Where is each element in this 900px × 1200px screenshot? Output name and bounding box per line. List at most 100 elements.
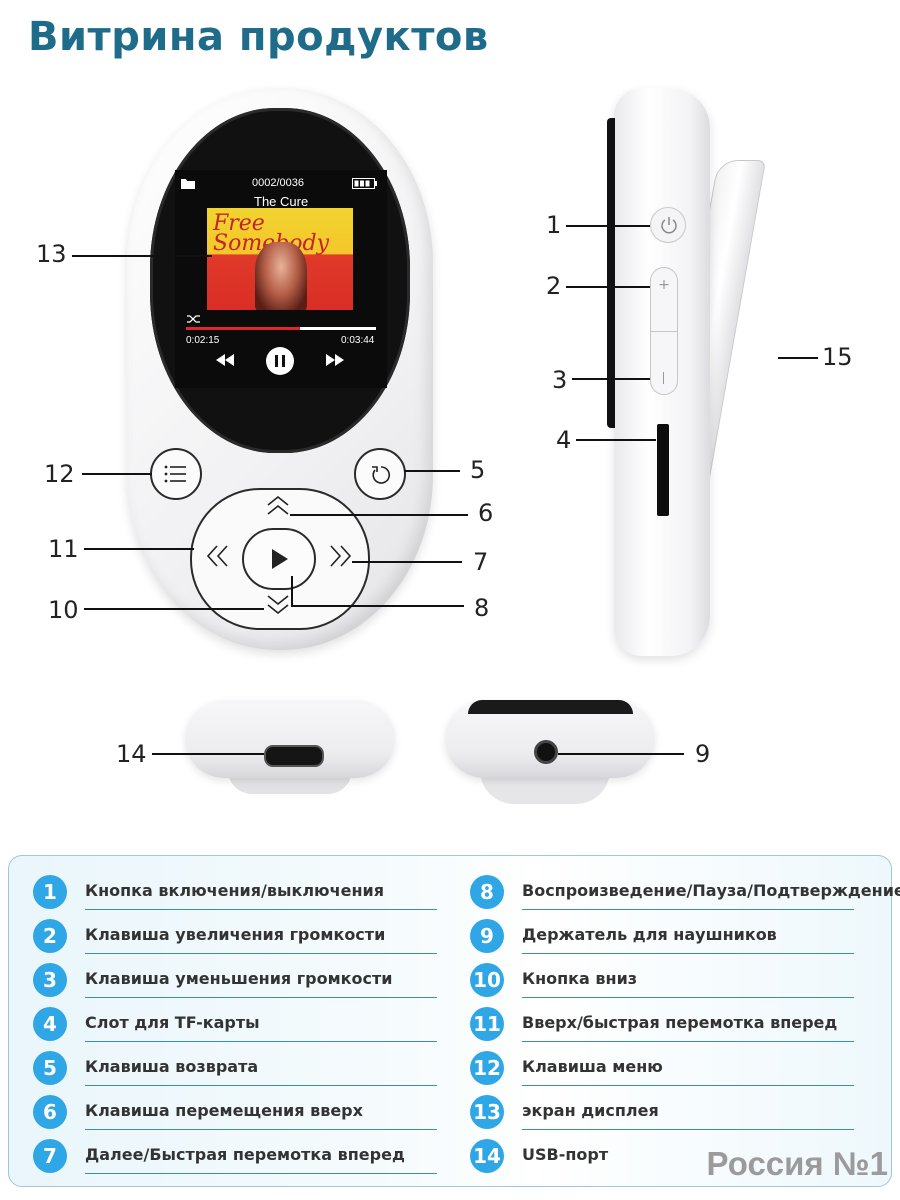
play-icon <box>272 549 288 569</box>
callout-3: 3 <box>552 366 568 394</box>
leader-13 <box>72 255 212 257</box>
legend-label: Кнопка вниз <box>522 969 638 988</box>
callout-1: 1 <box>546 211 562 239</box>
legend-divider <box>522 953 854 954</box>
legend-item: 2 Клавиша увеличения громкости <box>33 913 443 957</box>
legend-badge: 8 <box>470 875 504 909</box>
screen-pause-button[interactable] <box>266 347 294 375</box>
elapsed-time: 0:02:15 <box>186 335 220 346</box>
power-button[interactable] <box>650 207 686 243</box>
leader-1 <box>566 225 650 227</box>
callout-2: 2 <box>546 272 562 300</box>
callout-14: 14 <box>116 740 147 768</box>
tf-card-slot[interactable] <box>657 424 669 516</box>
left-chevron-icon[interactable] <box>206 544 230 568</box>
legend-divider <box>85 1085 437 1086</box>
callout-13: 13 <box>36 240 67 268</box>
album-cover-portrait <box>255 242 307 310</box>
leader-12 <box>82 473 152 475</box>
legend-item: 11 Вверх/быстрая перемотка вперед <box>470 1001 880 1045</box>
leader-2 <box>566 286 650 288</box>
legend-label: USB-порт <box>522 1145 609 1164</box>
leader-6 <box>290 514 468 516</box>
legend-label: Далее/Быстрая перемотка вперед <box>85 1145 405 1164</box>
progress-track[interactable] <box>186 327 376 330</box>
down-chevron-icon[interactable] <box>266 594 290 614</box>
legend-divider <box>522 909 854 910</box>
pause-icon-bar-left <box>275 355 278 367</box>
callout-9: 9 <box>695 740 711 768</box>
power-icon <box>661 217 677 234</box>
watermark: Россия №1 <box>706 1145 888 1182</box>
legend-item: 12 Клавиша меню <box>470 1045 880 1089</box>
legend-badge: 11 <box>470 1007 504 1041</box>
leader-5 <box>404 470 460 472</box>
legend-divider <box>522 1041 854 1042</box>
leader-8 <box>291 605 464 607</box>
leader-8-vertical <box>291 576 293 606</box>
legend-label: Клавиша перемещения вверх <box>85 1101 363 1120</box>
leader-11 <box>84 548 194 550</box>
callout-15: 15 <box>822 343 853 371</box>
callout-10: 10 <box>48 596 79 624</box>
callout-11: 11 <box>48 535 79 563</box>
legend-divider <box>522 997 854 998</box>
pause-icon-bar-right <box>282 355 285 367</box>
legend-label: Держатель для наушников <box>522 925 777 944</box>
callout-4: 4 <box>556 426 572 454</box>
total-time: 0:03:44 <box>341 335 375 346</box>
track-counter: 0002/0036 <box>252 177 304 189</box>
rewind-icon[interactable] <box>216 354 234 366</box>
legend-item: 14 USB-порт <box>470 1133 880 1177</box>
headphone-jack[interactable] <box>534 740 558 764</box>
leader-9 <box>558 753 684 755</box>
menu-list-icon <box>164 465 186 483</box>
leader-15 <box>778 357 818 359</box>
legend-label: Клавиша увеличения громкости <box>85 925 386 944</box>
legend-label: Слот для TF-карты <box>85 1013 260 1032</box>
legend-badge: 3 <box>33 963 67 997</box>
side-screen-edge <box>607 118 615 428</box>
battery-icon <box>352 178 377 189</box>
legend-badge: 10 <box>470 963 504 997</box>
usb-port[interactable] <box>264 745 324 767</box>
leader-7 <box>352 561 462 563</box>
bottom-right-screen-edge <box>468 700 633 714</box>
leader-3 <box>572 378 650 380</box>
page-title: Витрина продуктов <box>28 14 489 60</box>
legend-badge: 13 <box>470 1095 504 1129</box>
legend-badge: 7 <box>33 1139 67 1173</box>
leader-14 <box>152 753 264 755</box>
fast-forward-icon[interactable] <box>326 354 344 366</box>
legend-divider <box>85 1041 437 1042</box>
legend-item: 8 Воспроизведение/Пауза/Подтверждение <box>470 869 900 913</box>
legend-item: 3 Клавиша уменьшения громкости <box>33 957 443 1001</box>
return-button[interactable] <box>354 448 406 500</box>
menu-button[interactable] <box>150 448 202 500</box>
legend-label: Клавиша меню <box>522 1057 663 1076</box>
leader-10 <box>84 608 264 610</box>
legend-divider <box>522 1085 854 1086</box>
right-chevron-icon[interactable] <box>328 544 352 568</box>
legend-divider <box>85 1129 437 1130</box>
legend-item: 5 Клавиша возврата <box>33 1045 443 1089</box>
return-icon <box>372 466 391 484</box>
album-cover: Free Somebody <box>207 208 353 310</box>
legend-divider <box>85 953 437 954</box>
legend-panel: 1 Кнопка включения/выключения 2 Клавиша … <box>8 855 900 1187</box>
progress-fill <box>186 327 300 330</box>
callout-8: 8 <box>474 594 490 622</box>
legend-label: Клавиша возврата <box>85 1057 259 1076</box>
legend-item: 4 Слот для TF-карты <box>33 1001 443 1045</box>
play-pause-button[interactable] <box>242 528 316 590</box>
legend-item: 7 Далее/Быстрая перемотка вперед <box>33 1133 443 1177</box>
volume-up-icon[interactable]: + <box>658 277 670 293</box>
legend-badge: 2 <box>33 919 67 953</box>
legend-label: Клавиша уменьшения громкости <box>85 969 393 988</box>
volume-down-icon[interactable] <box>663 372 664 384</box>
legend-label: Воспроизведение/Пауза/Подтверждение <box>522 881 900 900</box>
up-chevron-icon[interactable] <box>266 496 290 516</box>
shuffle-icon <box>187 315 200 323</box>
callout-7: 7 <box>473 548 489 576</box>
artist-name: The Cure <box>254 194 309 209</box>
